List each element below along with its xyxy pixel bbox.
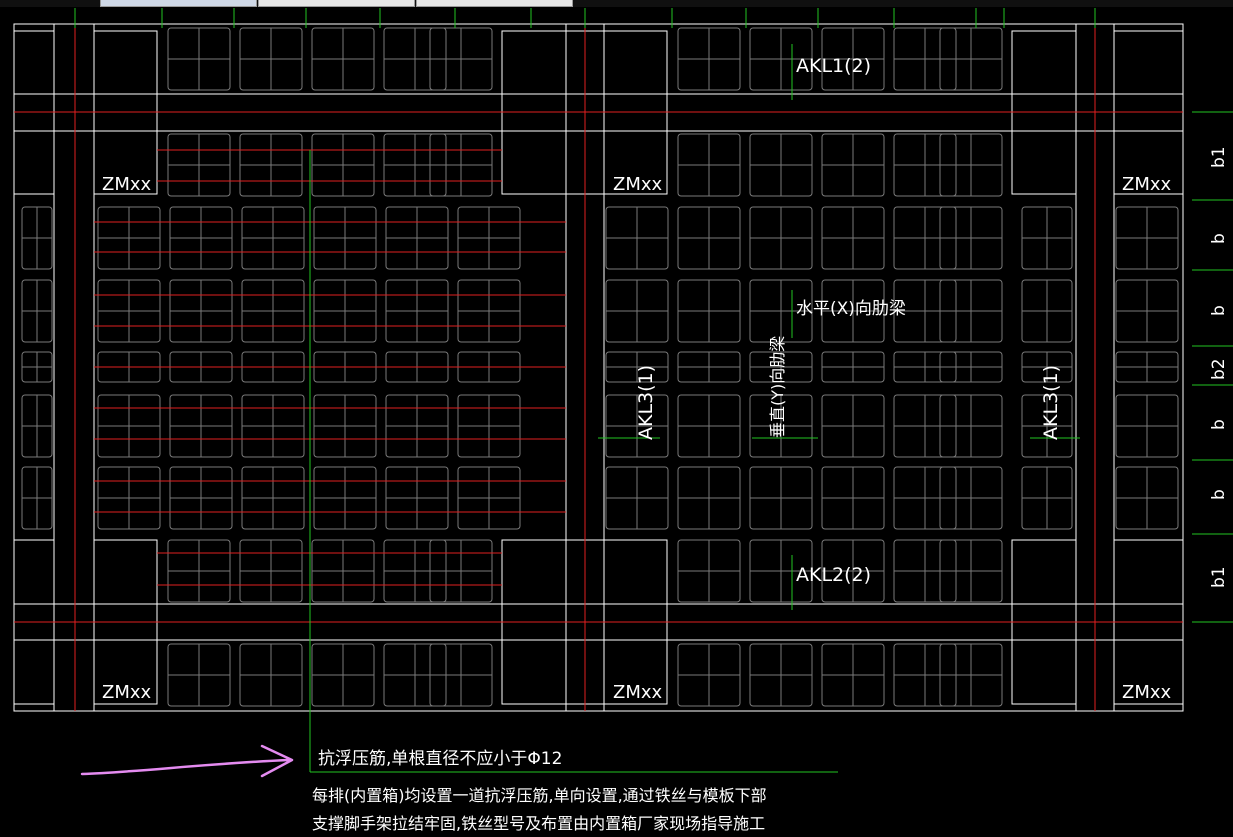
beam-label-top: AKL1(2) [796, 55, 871, 77]
annotation-arrow-icon [80, 744, 294, 778]
dimension-label: b [1209, 305, 1229, 316]
dimension-label: b2 [1209, 358, 1229, 380]
column-label: ZMxx [1122, 682, 1172, 703]
slab-boundary [13, 23, 1184, 712]
tab-1[interactable] [100, 0, 257, 7]
note-line-2: 支撑脚手架拉结牢固,铁丝型号及布置由内置箱厂家现场指导施工 [312, 814, 766, 833]
column-label: ZMxx [613, 174, 663, 195]
axis-lines [14, 10, 1183, 711]
beam-label-right: AKL3(1) [1040, 365, 1062, 440]
beam-label-bottom: AKL2(2) [796, 564, 871, 586]
anti-float-rebars [94, 149, 566, 586]
dimension-lines [74, 8, 1233, 773]
dimension-label: b [1209, 419, 1229, 430]
column-label: ZMxx [1122, 174, 1172, 195]
beam-label-left: AKL3(1) [635, 365, 657, 440]
rib-label-x: 水平(X)向肋梁 [796, 299, 906, 319]
void-box-grid [21, 27, 1179, 707]
window-top-bar [0, 0, 1233, 7]
dimension-label: b1 [1209, 146, 1229, 168]
dimension-label: b [1209, 233, 1229, 244]
column-label: ZMxx [102, 174, 152, 195]
column-label: ZMxx [102, 682, 152, 703]
note-line-1: 每排(内置箱)均设置一道抗浮压筋,单向设置,通过铁丝与模板下部 [312, 786, 767, 805]
dimension-label: b [1209, 489, 1229, 500]
tab-2[interactable] [258, 0, 415, 7]
dimension-label: b1 [1209, 566, 1229, 588]
note-title: 抗浮压筋,单根直径不应小于Φ12 [318, 749, 563, 769]
rib-label-y: 垂直(Y)向肋梁 [768, 336, 787, 438]
column-label: ZMxx [613, 682, 663, 703]
tab-3[interactable] [416, 0, 573, 7]
